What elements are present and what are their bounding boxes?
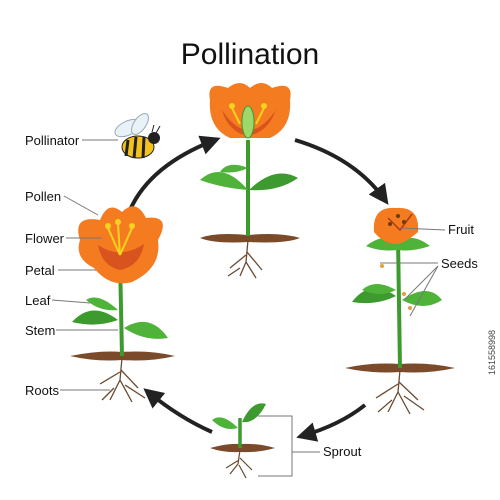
top-flower-plant: [200, 83, 300, 279]
left-flower-plant: [70, 206, 175, 403]
arrow-to-top: [128, 135, 221, 211]
label-petal: Petal: [25, 263, 55, 278]
arrow-to-sprout: [296, 403, 367, 442]
label-pollen: Pollen: [25, 189, 62, 204]
label-flower: Flower: [25, 231, 65, 246]
bee-pollinator: [114, 113, 161, 159]
cycle-arrows: [128, 135, 389, 442]
leader-lines: [51, 139, 446, 477]
label-fruit: Fruit: [448, 222, 474, 237]
sprout-plant: [210, 403, 275, 479]
label-sprout: Sprout: [323, 444, 362, 459]
watermark-id: 161558998: [487, 330, 497, 376]
label-stem: Stem: [25, 323, 56, 338]
page-title: Pollination: [180, 38, 320, 71]
fruit-plant: [345, 207, 455, 415]
label-leaf: Leaf: [25, 293, 51, 308]
arrow-to-roots: [143, 388, 213, 434]
arrow-to-fruit: [294, 138, 389, 205]
label-roots: Roots: [25, 383, 59, 398]
label-pollinator: Pollinator: [25, 133, 80, 148]
label-seeds: Seeds: [441, 256, 478, 271]
